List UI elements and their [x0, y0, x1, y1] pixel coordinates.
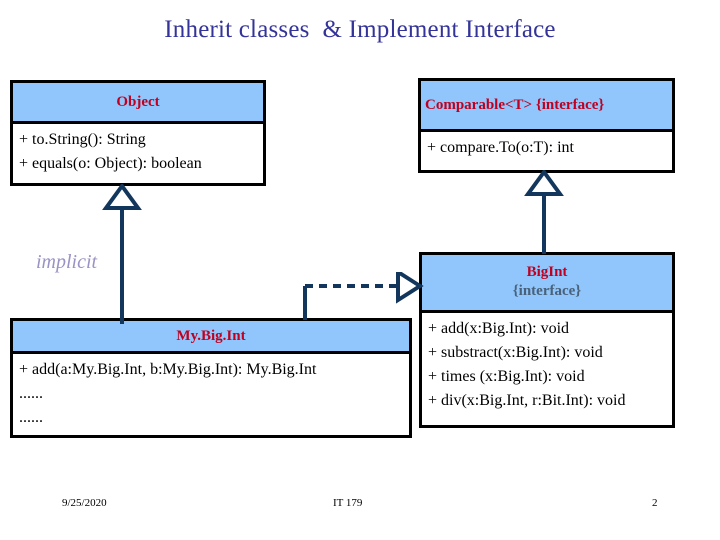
class-members-comparable: + compare.To(o:T): int	[421, 132, 672, 170]
generalization-arrow-icon	[524, 170, 564, 254]
class-header-object: Object	[13, 83, 263, 124]
class-members-object: + to.String(): String + equals(o: Object…	[13, 124, 263, 183]
class-name-comparable: Comparable<T> {interface}	[425, 96, 605, 113]
class-member: + substract(x:Big.Int): void	[428, 344, 603, 361]
class-box-bigint[interactable]: BigInt {interface} + add(x:Big.Int): voi…	[419, 252, 675, 428]
edge-label-implicit: implicit	[36, 251, 98, 273]
hollow-triangle-icon	[524, 170, 564, 196]
footer-date: 9/25/2020	[62, 497, 107, 509]
class-header-bigint: BigInt {interface}	[422, 255, 672, 313]
generalization-arrow-icon	[102, 184, 142, 324]
class-member: + times (x:Big.Int): void	[428, 368, 585, 385]
page-title: Inherit classes & Implement Interface	[164, 16, 556, 43]
class-member: + add(x:Big.Int): void	[428, 320, 570, 337]
class-header-mybigint: My.Big.Int	[13, 321, 409, 354]
class-member: + compare.To(o:T): int	[427, 139, 574, 156]
class-member: + to.String(): String	[19, 131, 146, 148]
class-member: + add(a:My.Big.Int, b:My.Big.Int): My.Bi…	[19, 361, 317, 378]
class-member: + div(x:Big.Int, r:Bit.Int): void	[428, 392, 626, 409]
hollow-triangle-icon	[396, 272, 424, 304]
class-name-mybigint: My.Big.Int	[176, 327, 246, 344]
class-box-object[interactable]: Object + to.String(): String + equals(o:…	[10, 80, 266, 186]
footer-page-number: 2	[652, 497, 658, 509]
realization-arrow-icon	[303, 272, 424, 320]
class-member: + equals(o: Object): boolean	[19, 155, 202, 172]
class-box-mybigint[interactable]: My.Big.Int + add(a:My.Big.Int, b:My.Big.…	[10, 318, 412, 438]
class-member: ......	[19, 385, 43, 402]
class-name-bigint: BigInt	[526, 264, 568, 281]
footer-course: IT 179	[333, 497, 363, 509]
class-header-comparable: Comparable<T> {interface}	[421, 81, 672, 132]
class-name-object: Object	[116, 93, 160, 110]
class-box-comparable[interactable]: Comparable<T> {interface} + compare.To(o…	[418, 78, 675, 173]
hollow-triangle-icon	[102, 184, 142, 210]
class-members-mybigint: + add(a:My.Big.Int, b:My.Big.Int): My.Bi…	[13, 354, 409, 435]
class-stereotype-bigint: {interface}	[512, 283, 582, 300]
class-members-bigint: + add(x:Big.Int): void + substract(x:Big…	[422, 313, 672, 425]
class-member: ......	[19, 409, 43, 426]
